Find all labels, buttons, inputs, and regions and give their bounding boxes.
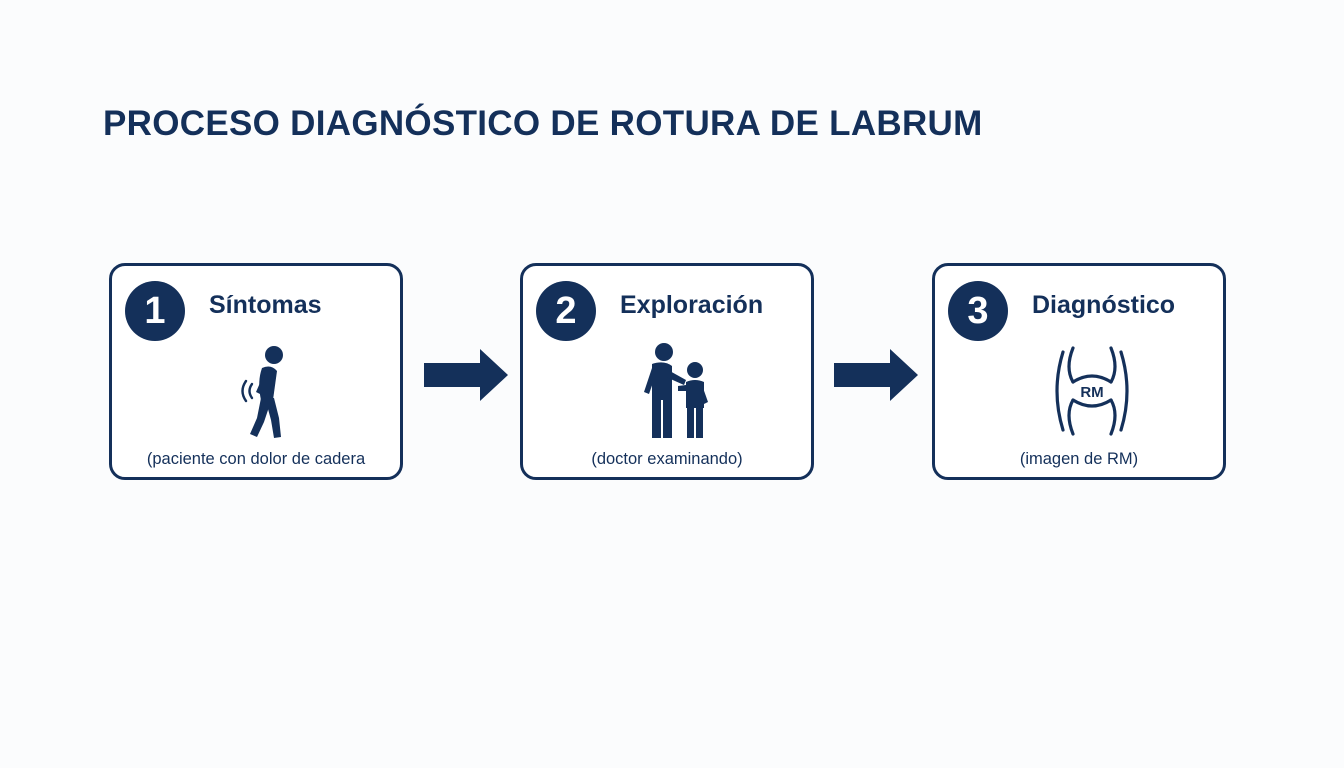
step-title: Exploración	[620, 291, 764, 319]
right-arrow-icon	[834, 349, 918, 401]
step-number-badge: 3	[948, 281, 1008, 341]
step-caption: (paciente con dolor de cadera	[146, 450, 366, 468]
step-card-diagnostico: 3 Diagnóstico RM (imagen de RM)	[932, 263, 1226, 480]
right-arrow-icon	[424, 349, 508, 401]
step-title: Síntomas	[209, 291, 322, 319]
mri-joint-icon: RM	[1055, 346, 1129, 436]
step-card-exploracion: 2 Exploración (doctor examinando)	[520, 263, 814, 480]
diagram-title: PROCESO DIAGNÓSTICO DE ROTURA DE LABRUM	[103, 104, 983, 143]
step-caption: (imagen de RM)	[1019, 450, 1139, 468]
step-card-sintomas: 1 Síntomas (paciente con dolor de cadera	[109, 263, 403, 480]
mri-label: RM	[1080, 384, 1103, 401]
patient-hip-pain-icon	[241, 346, 283, 438]
step-number-badge: 2	[536, 281, 596, 341]
step-number-badge: 1	[125, 281, 185, 341]
step-title: Diagnóstico	[1032, 291, 1176, 319]
step-caption: (doctor examinando)	[591, 450, 743, 468]
doctor-examining-icon	[644, 343, 708, 438]
